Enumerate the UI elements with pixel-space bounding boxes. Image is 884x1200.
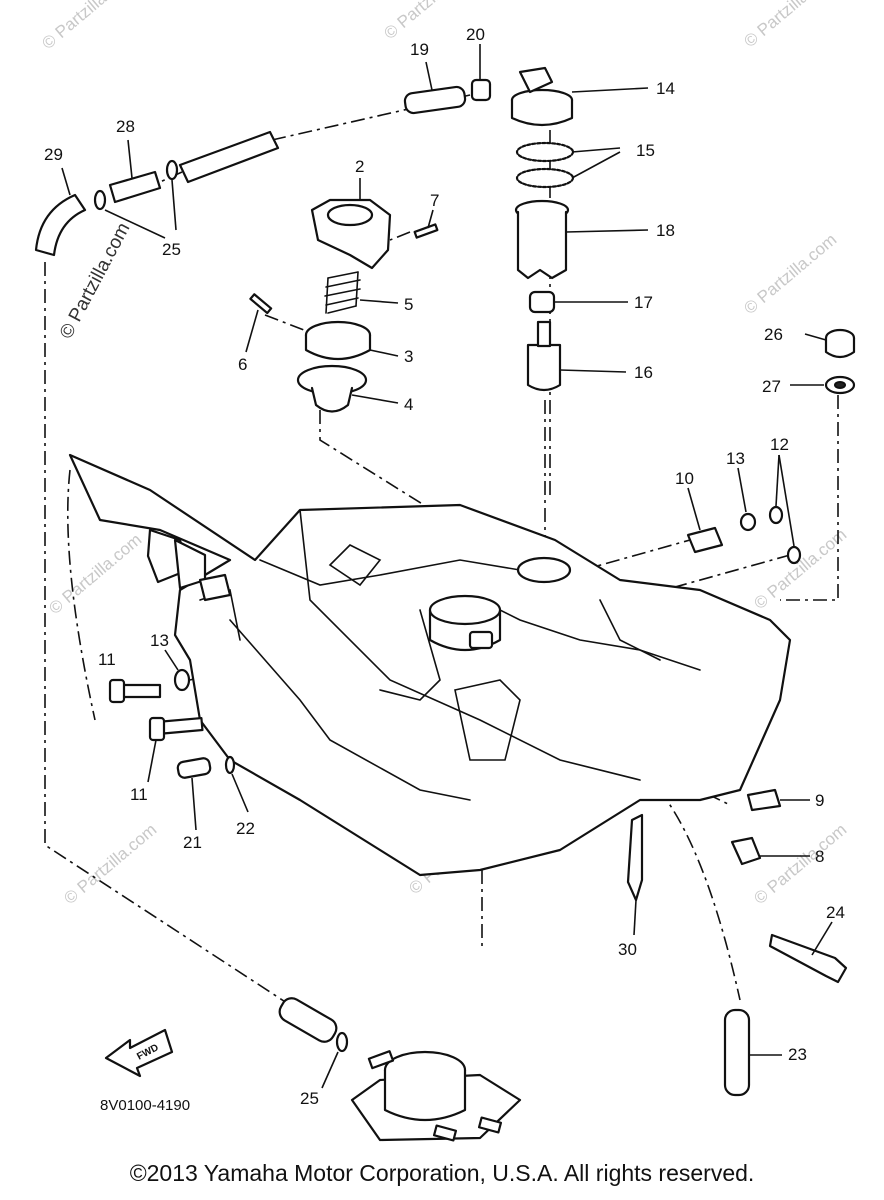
callouts: 2 3 4 5 6 7 8 9 10 11 11 12 13 13 14 15 … [44,25,845,1108]
watermark-text: © Partzilla.com [45,530,145,618]
part-11-bolt-upper [108,678,162,704]
callout-11b: 11 [130,785,148,804]
part-8-cap [730,836,762,866]
watermark-text: © Partzilla.com [60,820,160,908]
callout-23: 23 [788,1045,807,1064]
watermark-text: © Partzilla.com [56,219,135,342]
leader-lines [61,44,833,1089]
callout-13a: 13 [726,449,745,468]
part-14-gauge-cap [510,66,574,127]
callout-18: 18 [656,221,675,240]
watermark-text: © Partzilla.com [740,0,840,51]
copyright-text: ©2013 Yamaha Motor Corporation, U.S.A. A… [129,1160,755,1186]
callout-27: 27 [762,377,781,396]
part-13-washer-left [173,668,191,692]
part-25-clamp-bottom [335,1031,349,1053]
watermark-text: © Partzilla.com [740,230,840,318]
part-12-nut [786,545,802,565]
callout-19: 19 [410,40,429,59]
part-20-clip [470,78,492,102]
part-3-ring [304,320,372,360]
part-16-sender [526,320,562,392]
callout-6: 6 [238,355,247,374]
part-15-rings [515,141,575,189]
callout-28: 28 [116,117,135,136]
part-22-clamp [224,755,236,775]
part-24-strap [768,933,848,984]
callout-2: 2 [355,157,364,176]
part-10-clip [686,526,724,554]
part-30-strap [626,813,644,902]
watermark-text: © Partzilla.com [750,820,850,908]
part-17-collar [528,290,556,314]
watermark-text: © Partzilla.com [38,0,138,53]
part-26-nut [824,328,856,359]
part-13-washer [739,512,757,532]
callout-7: 7 [430,191,439,210]
part-12-nut [768,505,784,525]
bottom-hose [278,997,338,1043]
fwd-arrow-icon: FWD [104,1028,174,1078]
callout-15: 15 [636,141,655,160]
part-11-bolt-lower [148,716,204,742]
callout-25b: 25 [300,1089,319,1108]
part-9-clamp [746,788,782,812]
part-23-hose [723,1008,751,1097]
part-28-fitting [108,170,162,204]
callout-21: 21 [183,833,202,852]
part-25-clamp [93,189,107,211]
callout-10: 10 [675,469,694,488]
part-18-sleeve [514,199,570,280]
part-25-clamp [165,159,179,181]
callout-26: 26 [764,325,783,344]
fuel-tank [68,453,792,877]
part-5-spring [324,271,361,314]
diagram-code: 8V0100-4190 [100,1097,190,1114]
callout-30: 30 [618,940,637,959]
callout-5: 5 [404,295,413,314]
callout-20: 20 [466,25,485,44]
callout-25a: 25 [162,240,181,259]
fuel-pump [350,1050,522,1142]
callout-29: 29 [44,145,63,164]
part-4-filler-neck [296,364,368,413]
callout-3: 3 [404,347,413,366]
callout-17: 17 [634,293,653,312]
callout-22: 22 [236,819,255,838]
part-7-pin [413,223,439,239]
watermark-text: © Partzilla.com [750,525,850,613]
callout-8: 8 [815,847,824,866]
callout-11a: 11 [98,650,116,669]
callout-12: 12 [770,435,789,454]
callout-4: 4 [404,395,413,414]
callout-13b: 13 [150,631,169,650]
hose-upper [178,130,280,184]
part-29-hose [34,193,87,257]
part-2-filler-cap [310,198,392,270]
callout-16: 16 [634,363,653,382]
part-21-hose [176,757,212,779]
part-6-pin [249,293,273,315]
callout-24: 24 [826,903,845,922]
callout-14: 14 [656,79,675,98]
part-19-hose [403,85,467,115]
callout-9: 9 [815,791,824,810]
